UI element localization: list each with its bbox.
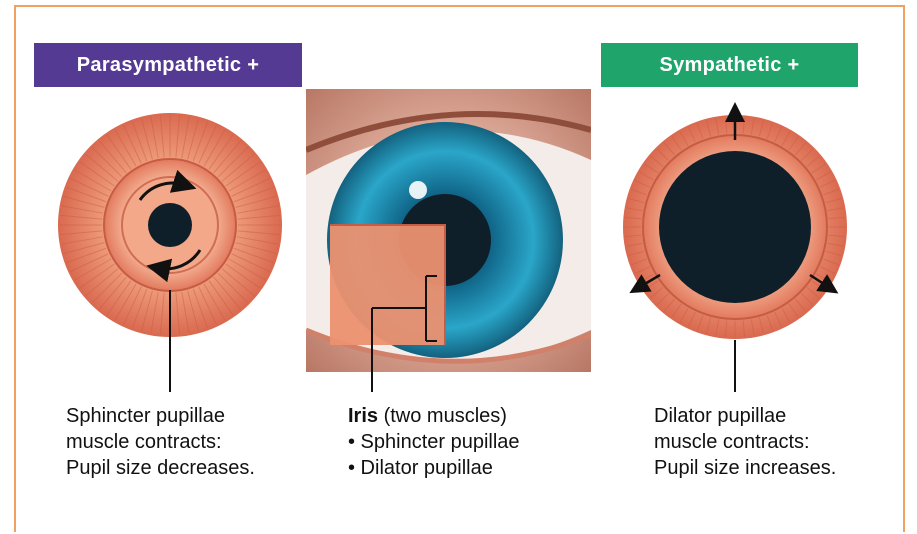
right-caption-line: Pupil size increases. — [654, 455, 836, 481]
right-caption-line: muscle contracts: — [654, 429, 836, 455]
left-caption-line: muscle contracts: — [66, 429, 255, 455]
left-caption: Sphincter pupillae muscle contracts: Pup… — [66, 403, 255, 481]
iris-title: Iris (two muscles) — [348, 403, 520, 429]
left-caption-line: Pupil size decreases. — [66, 455, 255, 481]
iris-item: • Dilator pupillae — [348, 455, 520, 481]
right-caption: Dilator pupillae muscle contracts: Pupil… — [654, 403, 836, 481]
right-caption-line: Dilator pupillae — [654, 403, 836, 429]
dilated-pupil-diagram — [623, 112, 847, 392]
left-caption-line: Sphincter pupillae — [66, 403, 255, 429]
eye-illustration — [306, 89, 591, 372]
iris-title-rest: (two muscles) — [378, 405, 507, 427]
iris-item: • Sphincter pupillae — [348, 429, 520, 455]
constricted-pupil-diagram — [58, 113, 282, 392]
iris-title-bold: Iris — [348, 405, 378, 427]
center-caption: Iris (two muscles) • Sphincter pupillae … — [348, 403, 520, 481]
